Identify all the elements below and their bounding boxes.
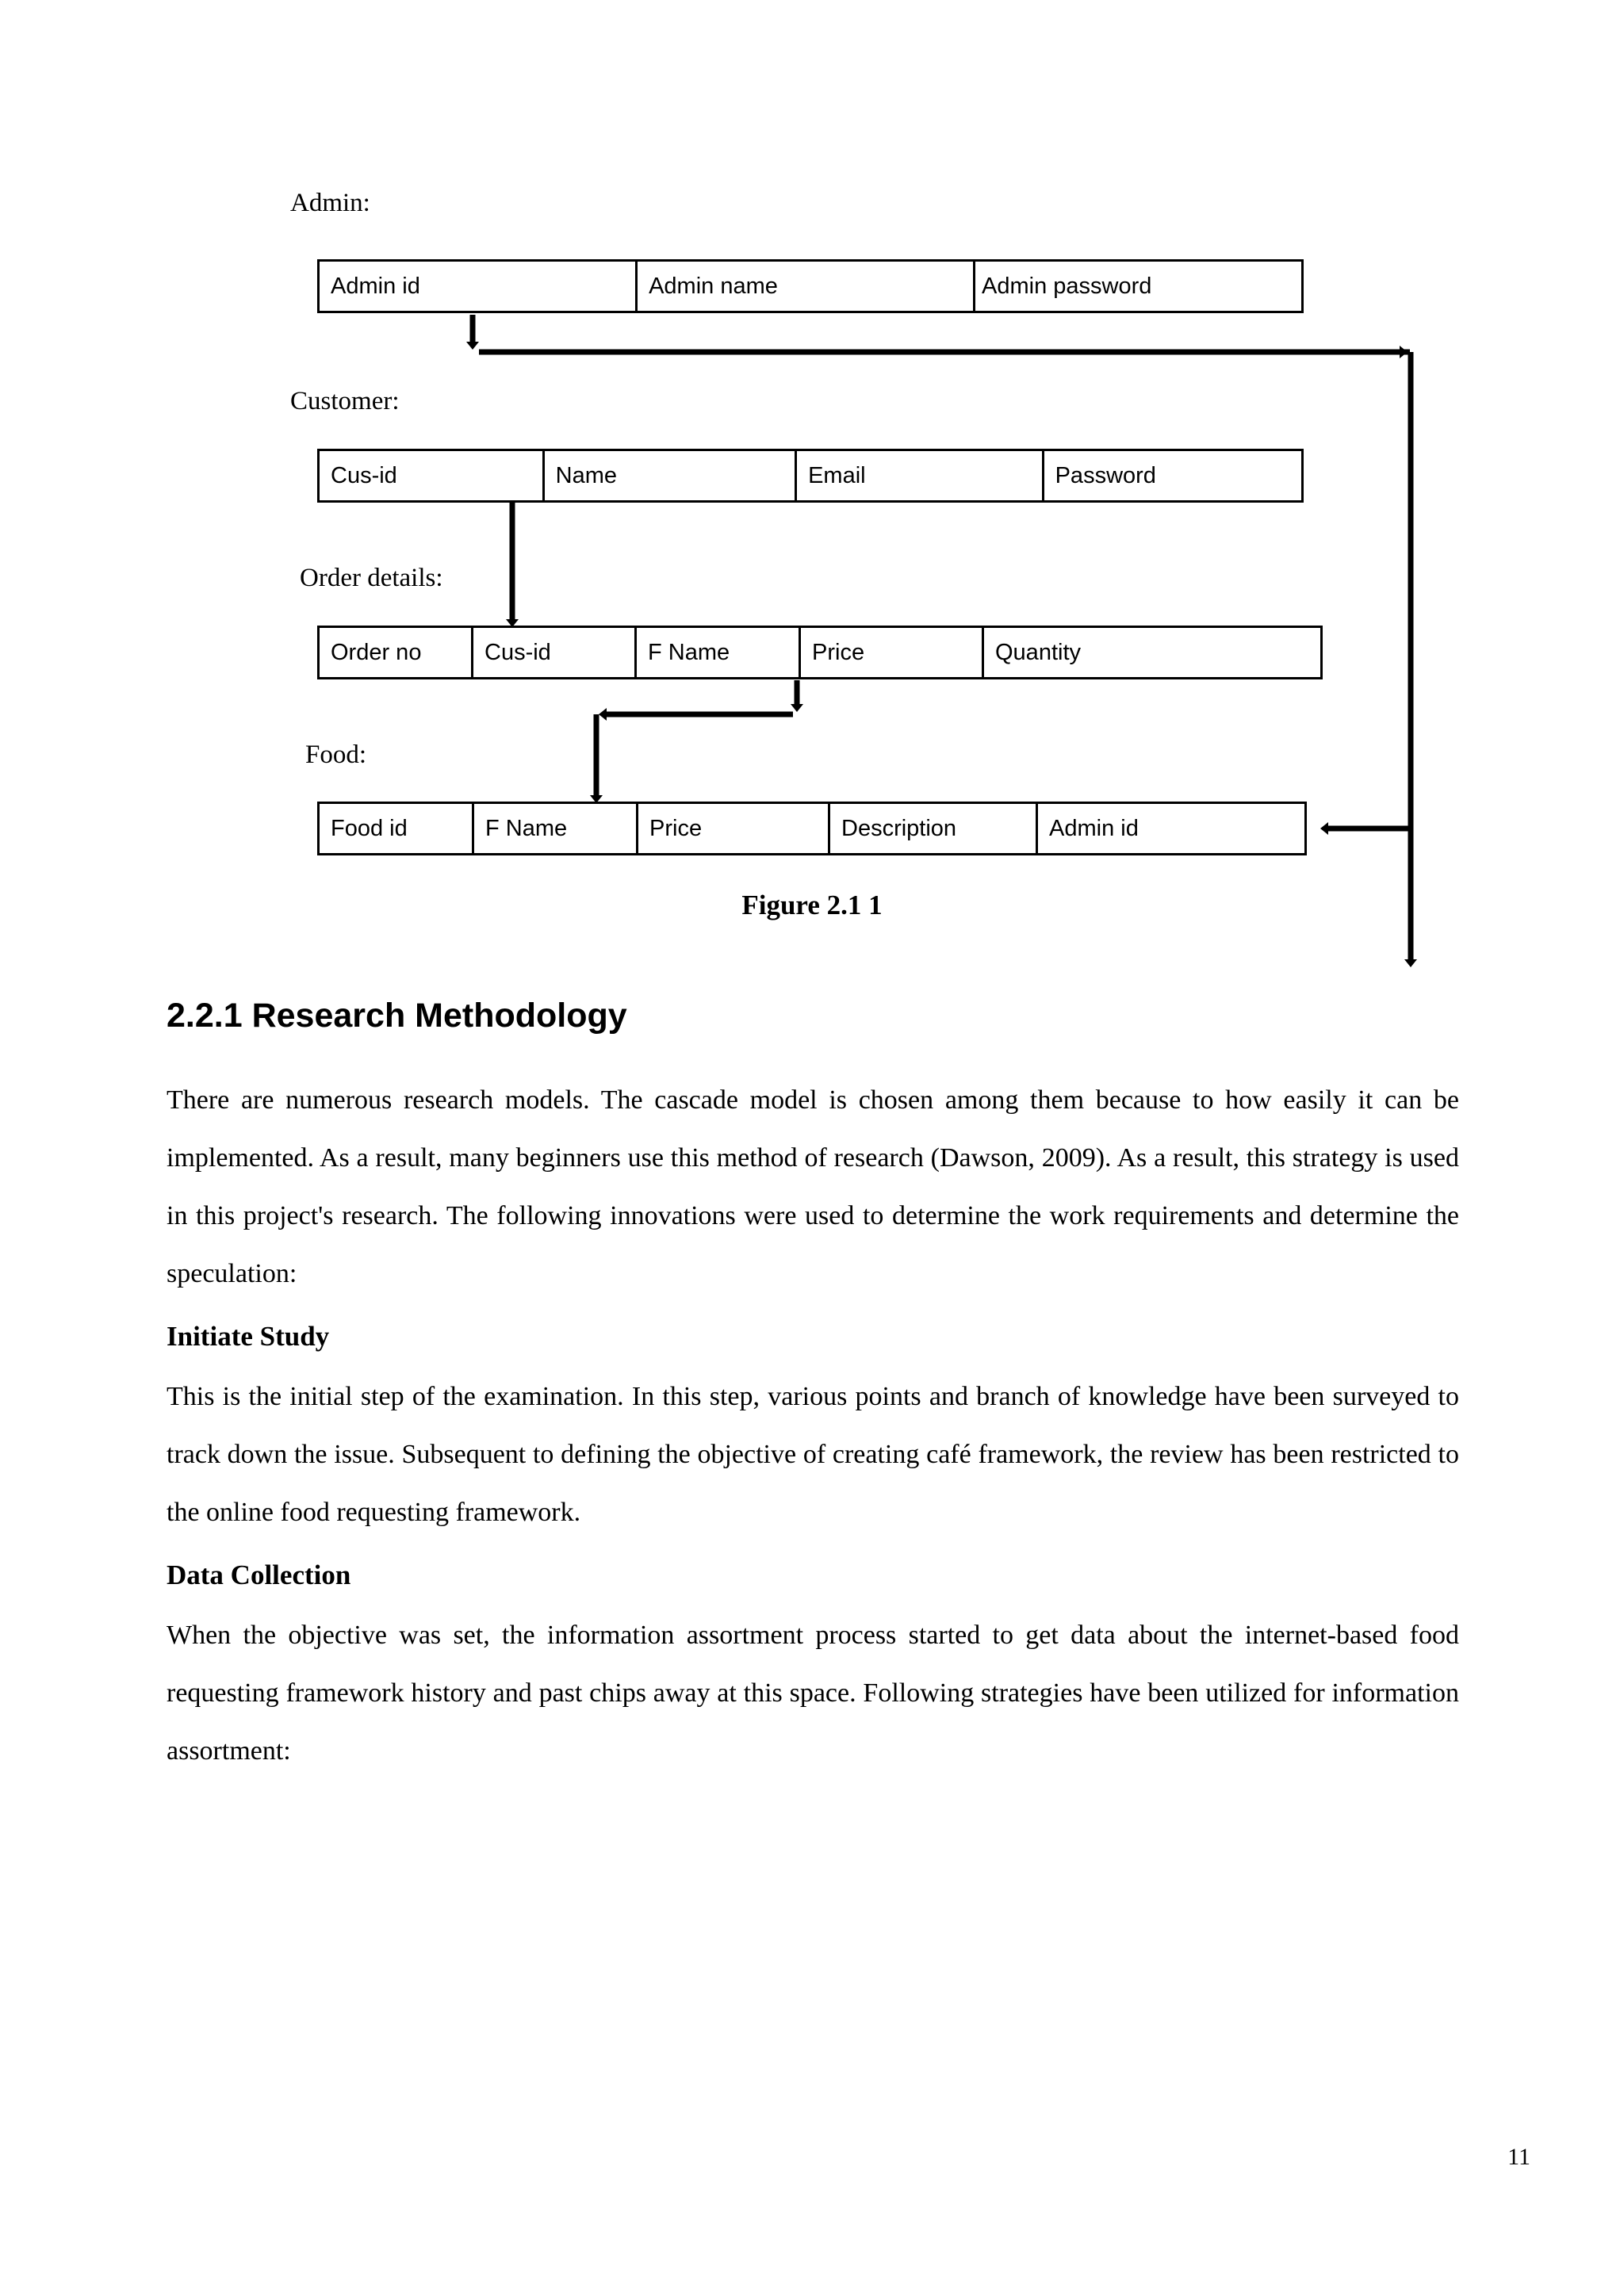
entity-field-food-f-name: F Name: [474, 804, 638, 853]
entity-field-order-cus-id: Cus-id: [473, 628, 637, 677]
entity-table-customer: Cus-id Name Email Password: [317, 449, 1304, 503]
paragraph-research-models: There are numerous research models. The …: [167, 1085, 1459, 1289]
entity-field-customer-password: Password: [1055, 462, 1156, 488]
entity-field-customer-email: Email: [797, 451, 1044, 500]
entity-table-food: Food id F Name Price Description Admin i…: [317, 802, 1307, 855]
entity-table-order-details: Order no Cus-id F Name Price Quantity: [317, 626, 1323, 679]
entity-field-cus-id: Cus-id: [320, 451, 545, 500]
entity-field-food-admin-id: Admin id: [1049, 815, 1139, 841]
paragraph-initiate-study: This is the initial step of the examinat…: [167, 1382, 1459, 1528]
entity-field-admin-id: Admin id: [320, 262, 638, 311]
entity-field-admin-name: Admin name: [638, 262, 976, 311]
entity-field-order-quantity: Quantity: [995, 639, 1081, 665]
document-body: 2.2.1 Research Methodology There are num…: [167, 997, 1459, 1780]
entity-field-order-price: Price: [801, 628, 984, 677]
er-schema-figure: Admin: Customer: Order details: Food: Ad…: [0, 0, 1624, 975]
entity-label-order-details: Order details:: [300, 564, 443, 592]
entity-field-order-f-name: F Name: [637, 628, 801, 677]
entity-table-admin: Admin id Admin name Admin password: [317, 259, 1304, 313]
section-heading-research-methodology: 2.2.1 Research Methodology: [167, 997, 627, 1035]
entity-field-food-description: Description: [830, 804, 1038, 853]
entity-label-food: Food:: [305, 740, 367, 769]
subheading-data-collection: Data Collection: [167, 1559, 351, 1591]
entity-field-admin-password: Admin password: [982, 273, 1152, 299]
entity-field-food-id: Food id: [320, 804, 474, 853]
figure-caption: Figure 2.1 1: [741, 890, 883, 920]
entity-field-order-no: Order no: [320, 628, 473, 677]
entity-label-customer: Customer:: [290, 387, 400, 415]
entity-field-customer-name: Name: [545, 451, 798, 500]
paragraph-data-collection: When the objective was set, the informat…: [167, 1621, 1459, 1766]
page-number: 11: [1507, 2144, 1530, 2170]
subheading-initiate-study: Initiate Study: [167, 1321, 330, 1353]
entity-field-food-price: Price: [638, 804, 830, 853]
entity-label-admin: Admin:: [290, 189, 370, 217]
